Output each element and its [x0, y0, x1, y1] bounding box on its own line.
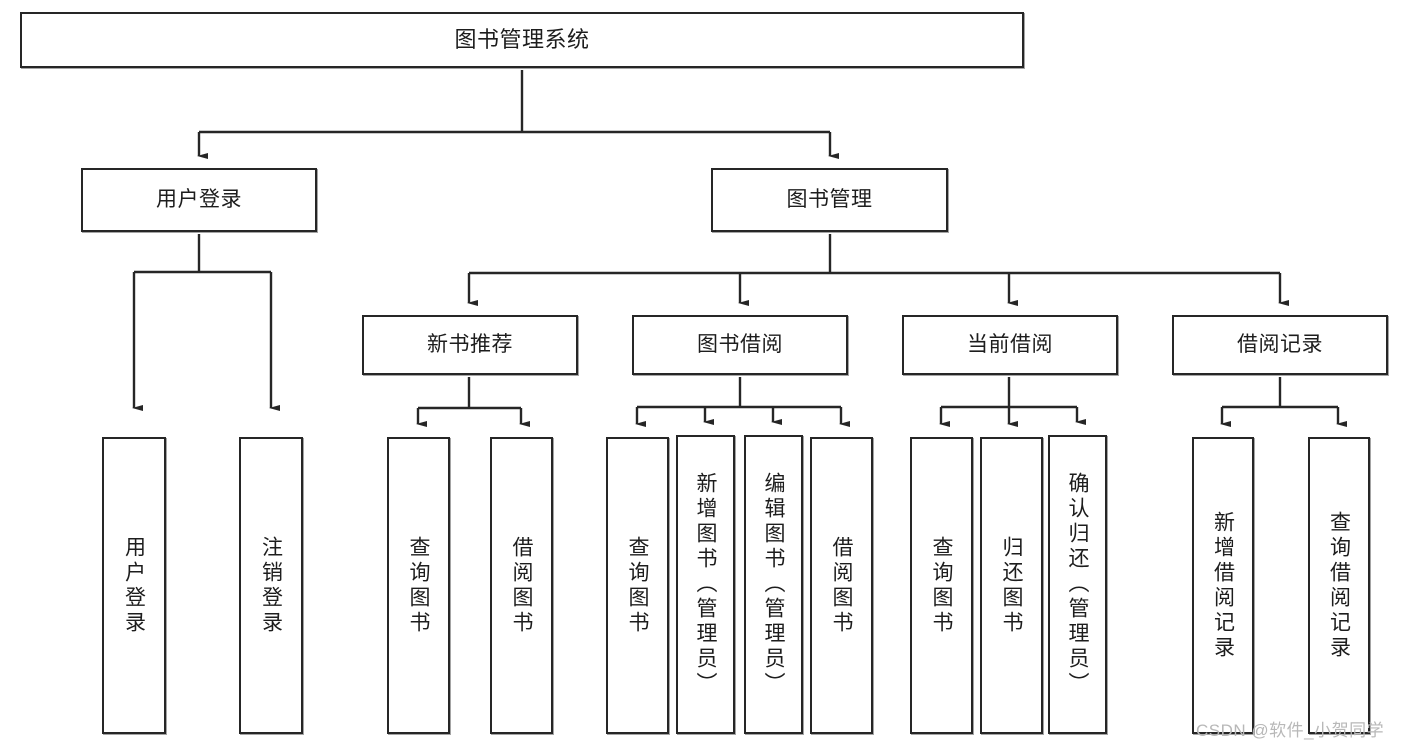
node-book-management-label: 图书管理: [786, 187, 873, 211]
leaf-borrow-borrow-book[interactable]: 借阅图书: [810, 437, 873, 734]
leaf-record-add-label: 新增借阅记录: [1211, 510, 1235, 661]
leaf-record-add[interactable]: 新增借阅记录: [1192, 437, 1254, 734]
node-new-book-recommend-label: 新书推荐: [427, 332, 513, 356]
leaf-borrow-edit-book[interactable]: 编辑图书（管理员）: [744, 435, 803, 734]
node-current-borrow[interactable]: 当前借阅: [902, 315, 1118, 375]
leaf-borrow-query-book-label: 查询图书: [626, 535, 649, 636]
node-root-label: 图书管理系统: [454, 27, 590, 53]
leaf-current-return-book-label: 归还图书: [1000, 535, 1023, 636]
csdn-watermark: CSDN @软件_小贺同学: [1196, 721, 1385, 740]
leaf-recommend-query-book-label: 查询图书: [407, 535, 430, 636]
node-root[interactable]: 图书管理系统: [20, 12, 1024, 68]
node-current-borrow-label: 当前借阅: [967, 332, 1053, 356]
leaf-current-return-book[interactable]: 归还图书: [980, 437, 1043, 734]
node-user-login-label: 用户登录: [156, 187, 242, 211]
node-book-borrow[interactable]: 图书借阅: [632, 315, 848, 375]
leaf-current-confirm-return[interactable]: 确认归还（管理员）: [1048, 435, 1107, 734]
leaf-current-query-book-label: 查询图书: [930, 535, 953, 636]
leaf-record-query[interactable]: 查询借阅记录: [1308, 437, 1370, 734]
leaf-user-login-label: 用户登录: [122, 535, 146, 636]
node-user-login[interactable]: 用户登录: [81, 168, 317, 232]
leaf-borrow-borrow-book-label: 借阅图书: [830, 535, 853, 636]
leaf-recommend-borrow-book[interactable]: 借阅图书: [490, 437, 553, 734]
leaf-borrow-add-book[interactable]: 新增图书（管理员）: [676, 435, 735, 734]
leaf-user-login[interactable]: 用户登录: [102, 437, 166, 734]
leaf-current-confirm-return-label: 确认归还（管理员）: [1066, 472, 1089, 697]
node-borrow-record[interactable]: 借阅记录: [1172, 315, 1388, 375]
node-borrow-record-label: 借阅记录: [1237, 332, 1323, 356]
leaf-borrow-add-book-label: 新增图书（管理员）: [694, 472, 717, 697]
leaf-record-query-label: 查询借阅记录: [1327, 510, 1351, 661]
leaf-current-query-book[interactable]: 查询图书: [910, 437, 973, 734]
leaf-recommend-query-book[interactable]: 查询图书: [387, 437, 450, 734]
leaf-borrow-query-book[interactable]: 查询图书: [606, 437, 669, 734]
node-book-borrow-label: 图书借阅: [697, 332, 783, 356]
leaf-logout[interactable]: 注销登录: [239, 437, 303, 734]
node-new-book-recommend[interactable]: 新书推荐: [362, 315, 578, 375]
leaf-borrow-edit-book-label: 编辑图书（管理员）: [762, 472, 785, 697]
leaf-recommend-borrow-book-label: 借阅图书: [510, 535, 533, 636]
node-book-management[interactable]: 图书管理: [711, 168, 948, 232]
leaf-logout-label: 注销登录: [259, 535, 283, 636]
